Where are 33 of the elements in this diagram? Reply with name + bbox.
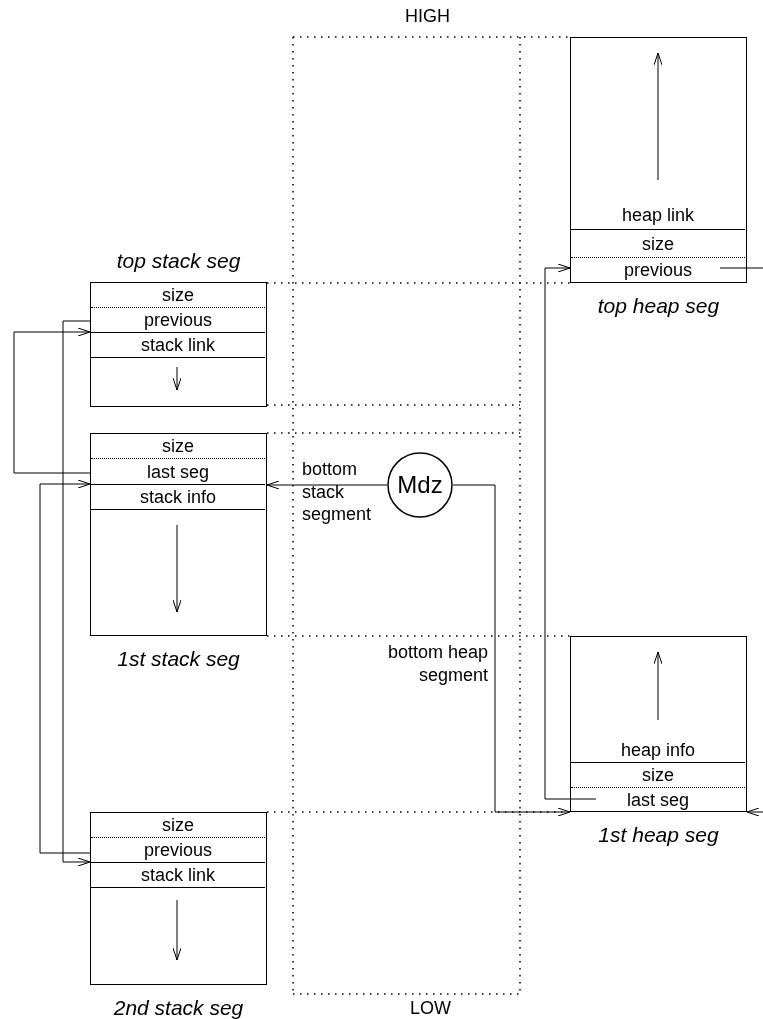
arrow bbox=[452, 484, 571, 817]
arrow bbox=[13, 327, 92, 474]
segment-caption: top heap seg bbox=[596, 294, 721, 318]
field-row: stack link bbox=[91, 863, 265, 888]
field-row: previous bbox=[571, 257, 745, 282]
field-row: previous bbox=[91, 308, 265, 333]
circle-node: Mdz bbox=[387, 452, 453, 518]
field-row: stack info bbox=[91, 485, 265, 510]
field-row: heap info bbox=[571, 737, 745, 763]
connector-line bbox=[719, 267, 763, 269]
axis-label: HIGH bbox=[405, 5, 450, 28]
field-row: size bbox=[571, 231, 745, 257]
arrow bbox=[746, 807, 763, 817]
field-row: size bbox=[91, 813, 265, 838]
segment-caption: top stack seg bbox=[115, 249, 242, 273]
segment-caption: 1st stack seg bbox=[116, 647, 241, 671]
edge-label: bottom heap segment bbox=[386, 641, 488, 686]
axis-label: LOW bbox=[410, 997, 451, 1019]
segment-caption: 2nd stack seg bbox=[112, 996, 245, 1019]
arrow bbox=[62, 320, 92, 867]
arrow bbox=[544, 263, 597, 800]
field-row: stack link bbox=[91, 333, 265, 358]
field-row: size bbox=[91, 434, 265, 459]
edge-label: bottom stack segment bbox=[302, 458, 373, 526]
field-row: size bbox=[91, 283, 265, 308]
field-row: size bbox=[571, 763, 745, 787]
field-row: previous bbox=[91, 838, 265, 863]
field-row: heap link bbox=[571, 200, 745, 230]
segment-caption: 1st heap seg bbox=[597, 823, 720, 847]
field-row: last seg bbox=[571, 787, 745, 811]
field-row: last seg bbox=[91, 459, 265, 485]
arrow bbox=[39, 479, 92, 854]
arrow bbox=[266, 480, 388, 490]
